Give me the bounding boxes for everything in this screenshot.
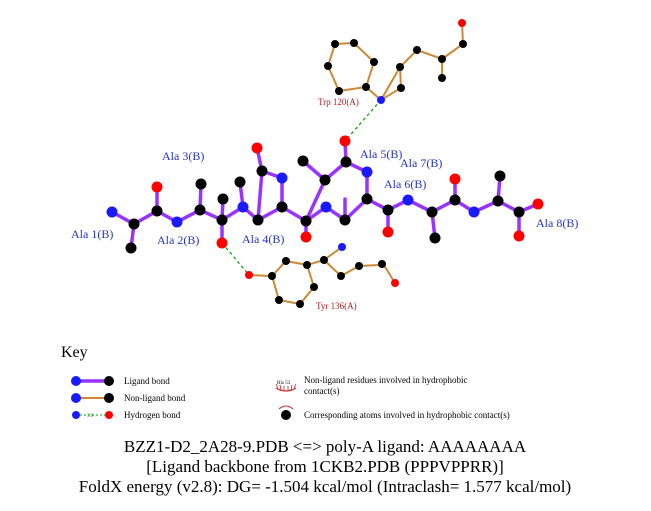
- key-nonligand-bond-label: Non-ligand bond: [124, 393, 186, 403]
- key-legend: Key Ligand bond Non-ligand bond 3.0 Hydr…: [61, 344, 510, 420]
- trp-120-atoms: [324, 19, 467, 104]
- caption: BZZ1-D2_2A28-9.PDB <=> poly-A ligand: AA…: [79, 437, 571, 496]
- nonligand-labels: Trp 120(A) Tyr 136(A): [316, 97, 359, 311]
- label-ala4: Ala 4(B): [242, 232, 284, 246]
- key-ligand-bond-label: Ligand bond: [124, 376, 170, 386]
- key-hydrophobic-sample: His 53: [277, 381, 291, 386]
- label-ala1: Ala 1(B): [71, 227, 113, 241]
- caption-line3: FoldX energy (v2.8): DG= -1.504 kcal/mol…: [79, 477, 571, 496]
- label-trp: Trp 120(A): [318, 97, 359, 107]
- label-ala5: Ala 5(B): [360, 147, 402, 161]
- ligand-atoms: [106, 135, 544, 254]
- key-corresponding-label: Corresponding atoms involved in hydropho…: [304, 410, 510, 420]
- tyr-136-atoms: [245, 243, 399, 308]
- label-ala8: Ala 8(B): [536, 216, 578, 230]
- key-nonligand-bond: Non-ligand bond: [71, 393, 186, 403]
- hydrophobic-arc-icon: [275, 387, 297, 392]
- label-ala7: Ala 7(B): [400, 156, 442, 170]
- label-ala6: Ala 6(B): [384, 177, 426, 191]
- key-corresponding-atoms: Corresponding atoms involved in hydropho…: [278, 405, 510, 420]
- hydrophobic-contact-icon: [278, 405, 294, 410]
- key-title: Key: [61, 344, 88, 361]
- caption-line1: BZZ1-D2_2A28-9.PDB <=> poly-A ligand: AA…: [124, 437, 527, 456]
- caption-line2: [Ligand backbone from 1CKB2.PDB (PPPVPPR…: [146, 457, 503, 476]
- residue-labels: Ala 1(B) Ala 2(B) Ala 3(B) Ala 4(B) Ala …: [71, 147, 578, 247]
- label-tyr: Tyr 136(A): [316, 301, 357, 311]
- key-hydrophobic-label: Non-ligand residues involved in hydropho…: [304, 375, 468, 396]
- hydrogen-bonds: [221, 99, 382, 276]
- hbond-ala2-tyr: [221, 242, 250, 276]
- key-ligand-bond: Ligand bond: [71, 376, 170, 386]
- key-hbond-distance: 3.0: [87, 414, 94, 419]
- label-ala3: Ala 3(B): [162, 149, 204, 163]
- key-hydrophobic-residue: His 53 Non-ligand residues involved in h…: [275, 375, 468, 396]
- key-hbond-label: Hydrogen bond: [124, 410, 181, 420]
- key-hydrogen-bond: 3.0 Hydrogen bond: [72, 410, 181, 420]
- label-ala2: Ala 2(B): [157, 233, 199, 247]
